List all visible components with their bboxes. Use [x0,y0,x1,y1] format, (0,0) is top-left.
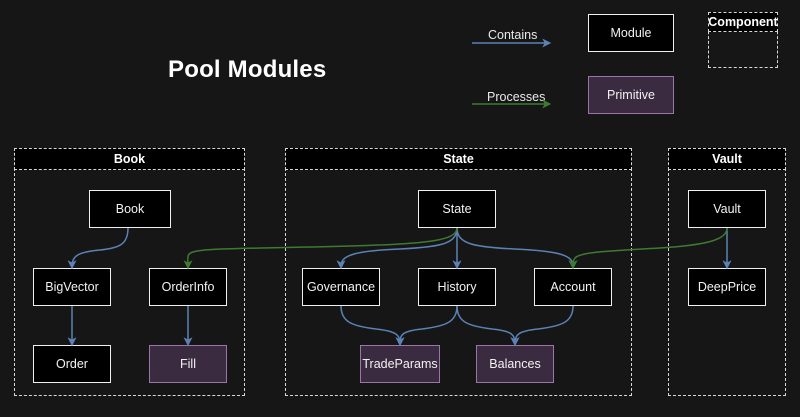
node-bigvector-label: BigVector [45,280,99,294]
node-fill[interactable]: Fill [149,345,227,383]
node-fill-label: Fill [180,357,196,371]
node-state-label: State [442,202,472,216]
node-order[interactable]: Order [33,345,111,383]
node-vault-label: Vault [713,202,741,216]
node-deepprice-label: DeepPrice [697,280,757,294]
node-bigvector[interactable]: BigVector [33,268,111,306]
node-account-label: Account [550,280,596,294]
node-history-label: History [437,280,477,294]
group-state-label: State [443,152,474,166]
node-governance-label: Governance [306,280,376,294]
group-vault-label: Vault [712,152,742,166]
node-book-label: Book [115,202,145,216]
node-tradeparams-label: TradeParams [362,357,438,371]
node-deepprice[interactable]: DeepPrice [688,268,766,306]
legend-processes-label: Processes [487,90,546,104]
legend-primitive-label: Primitive [607,88,655,102]
node-order-label: Order [56,357,88,371]
group-vault-header: Vault [668,148,786,170]
page-title: Pool Modules [168,56,327,83]
legend-module-label: Module [610,26,652,40]
legend-contains-label: Contains [488,28,538,42]
node-governance[interactable]: Governance [302,268,380,306]
group-state-header: State [285,148,632,170]
legend-module-swatch: Module [588,14,674,52]
node-history[interactable]: History [418,268,496,306]
node-balances[interactable]: Balances [476,345,554,383]
node-orderinfo[interactable]: OrderInfo [149,268,227,306]
node-vault[interactable]: Vault [688,190,766,228]
legend-component-header: Component [708,12,778,32]
node-balances-label: Balances [489,357,541,371]
node-tradeparams[interactable]: TradeParams [360,345,440,383]
legend-primitive-swatch: Primitive [588,76,674,114]
legend-component-label: Component [708,15,778,29]
node-book[interactable]: Book [89,190,171,228]
group-book-label: Book [113,152,146,166]
node-account[interactable]: Account [534,268,612,306]
node-state[interactable]: State [418,190,496,228]
node-orderinfo-label: OrderInfo [161,280,215,294]
group-book-header: Book [14,148,245,170]
